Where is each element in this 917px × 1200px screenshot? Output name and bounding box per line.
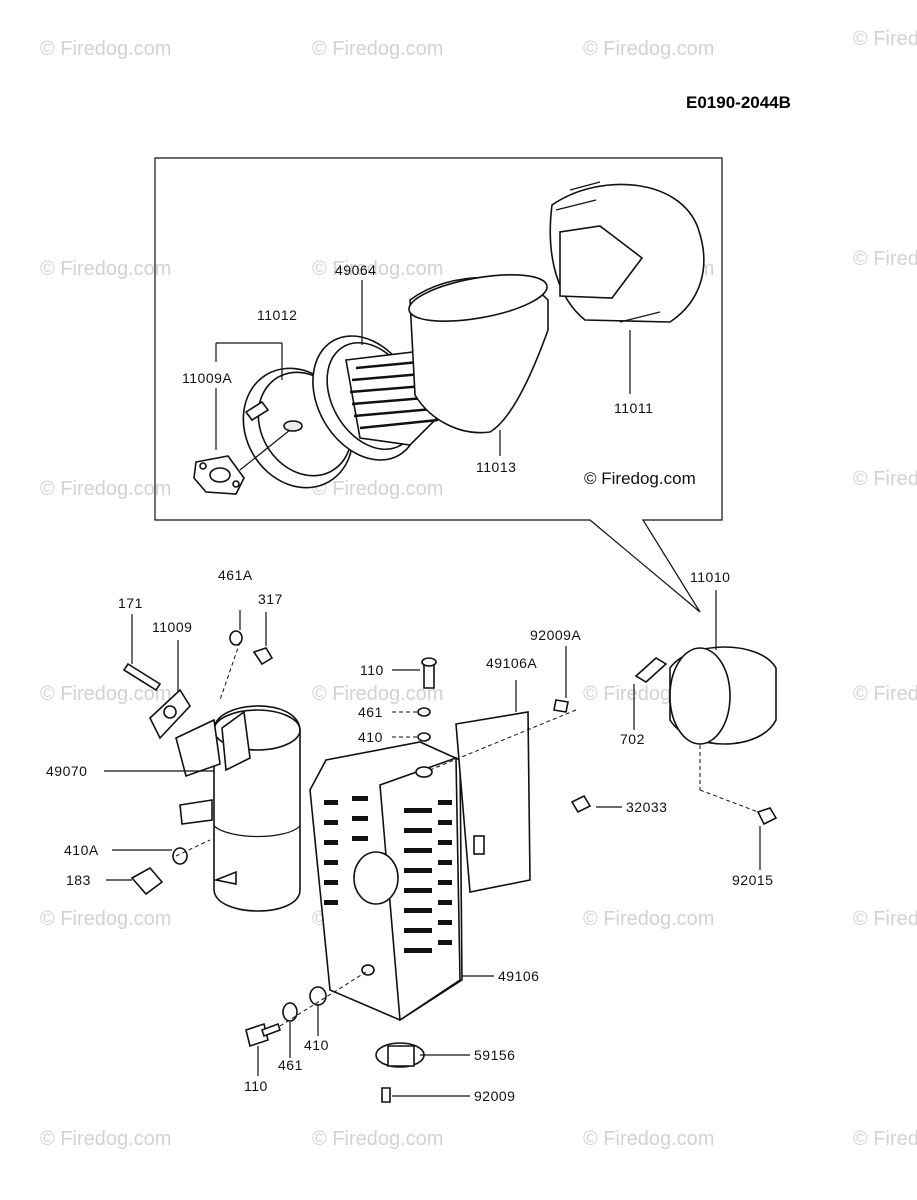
watermark: © Firedog.com [853,468,917,490]
watermark: © Firedog.com [853,28,917,50]
washer-410a [172,847,188,865]
gasket-11009a [193,455,245,495]
watermark: © Firedog.com [583,908,714,930]
part-label: 49064 [335,262,376,278]
muffler-49070 [175,705,301,912]
part-label: 461A [218,567,253,583]
bolt-110-bottom [245,1022,282,1048]
part-labels: 11012 49064 11009A 11011 11013 11010 461… [46,262,773,1104]
collar-59156 [375,1042,425,1068]
muffler-cover-49106 [309,741,463,1022]
copyright-note: © Firedog.com [584,469,696,488]
watermark: © Firedog.com [583,1128,714,1150]
part-label: 92009 [474,1088,515,1104]
watermark: © Firedog.com [312,258,443,280]
watermark-layer: © Firedog.com © Firedog.com © Firedog.co… [40,28,917,1150]
part-label: 11013 [476,459,516,475]
watermark: © Firedog.com [312,478,443,500]
diagram-code: E0190-2044B [686,93,791,112]
part-label: 110 [244,1078,268,1094]
part-label: 11012 [257,307,297,323]
watermark: © Firedog.com [40,1128,171,1150]
nut-317 [252,647,274,666]
part-label: 461 [278,1057,303,1073]
watermark: © Firedog.com [853,908,917,930]
part-label: 11009 [152,619,192,635]
air-cleaner-callout: © Firedog.com [154,157,723,613]
part-label: 171 [118,595,143,611]
part-label: 410 [358,729,383,745]
part-label: 49106 [498,968,539,984]
watermark: © Firedog.com [853,1128,917,1150]
part-label: 11011 [614,400,653,416]
bolt-110-top [421,657,437,689]
watermark: © Firedog.com [40,38,171,60]
watermark: © Firedog.com [312,38,443,60]
part-label: 92009A [530,627,581,643]
air-cleaner-cover-11011 [549,181,705,323]
washer-461-bottom [282,1002,298,1022]
pre-cleaner-11013 [408,274,549,434]
washer-410-top [417,732,431,742]
watermark: © Firedog.com [583,38,714,60]
heat-shield-49106a [455,711,531,893]
watermark: © Firedog.com [312,683,443,705]
gasket-11009 [149,688,192,740]
stud-171 [122,662,162,692]
nut-461a [229,630,243,646]
watermark: © Firedog.com [40,683,171,705]
part-label: 183 [66,872,91,888]
part-label: 410A [64,842,99,858]
nut-92015 [756,807,778,826]
part-label: 32033 [626,799,667,815]
part-label: 59156 [474,1047,515,1063]
watermark: © Firedog.com [40,478,171,500]
washer-461-top [417,707,431,717]
part-label: 702 [620,731,645,747]
watermark: © Firedog.com [40,258,171,280]
part-label: 317 [258,591,283,607]
part-label: 410 [304,1037,329,1053]
part-label: 92015 [732,872,773,888]
part-label: 11010 [690,569,730,585]
leader-lines [104,280,761,1097]
filter-element-49064 [312,335,456,461]
part-label: 461 [358,704,383,720]
callout-frame [154,157,723,613]
watermark: © Firedog.com [312,1128,443,1150]
bolt-92009a [553,699,569,713]
spark-arrester-11010 [634,646,777,745]
watermark: © Firedog.com [853,683,917,705]
part-label: 49070 [46,763,87,779]
watermark: © Firedog.com [40,908,171,930]
part-label: 110 [360,662,384,678]
part-label: 49106A [486,655,537,671]
part-label: 11009A [182,370,232,386]
watermark: © Firedog.com [853,248,917,270]
bolt-183 [130,866,164,896]
clip-32033 [570,794,592,814]
screw-92009 [381,1087,391,1103]
